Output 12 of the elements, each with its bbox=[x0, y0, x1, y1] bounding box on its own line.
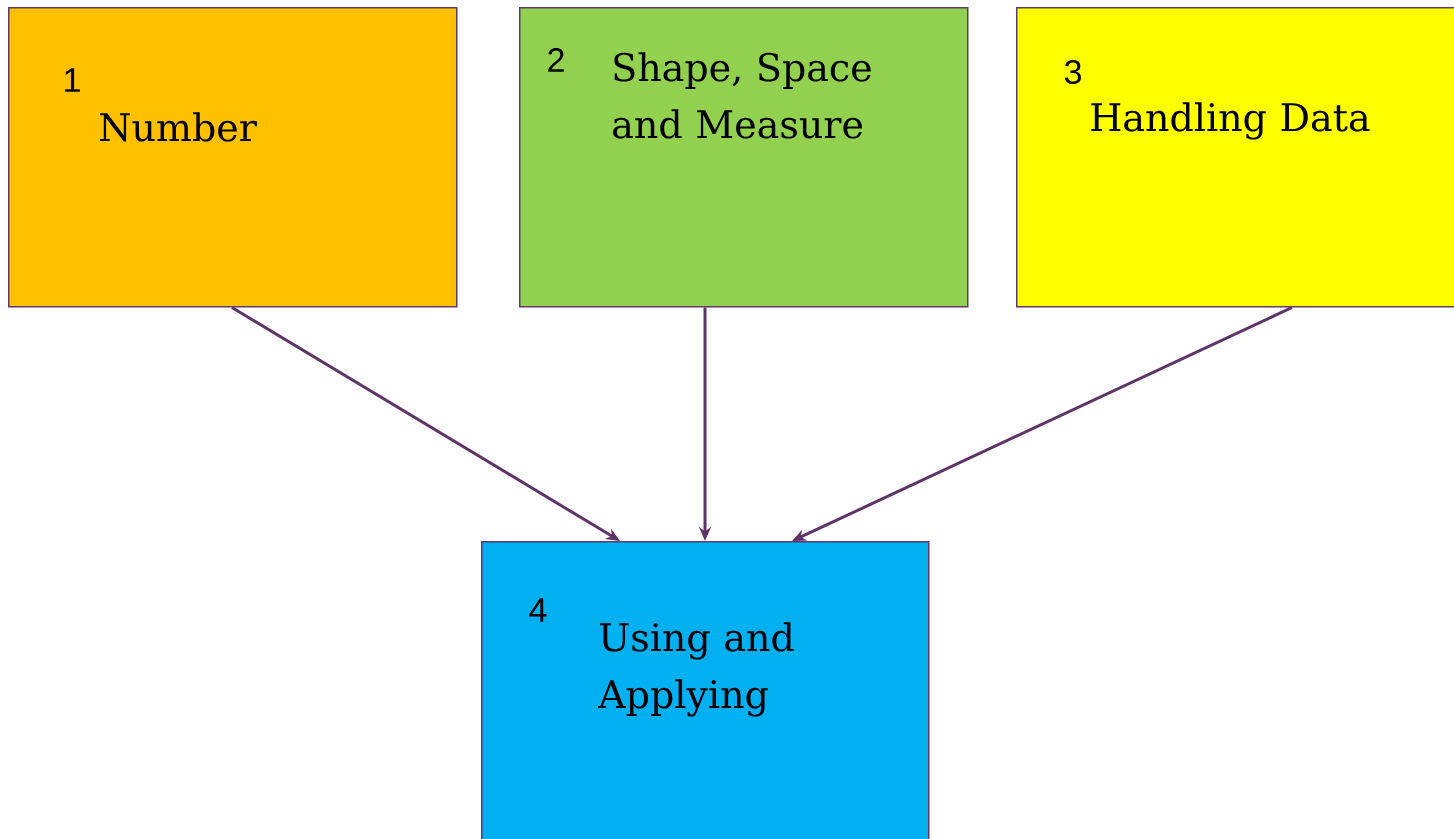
process-box bbox=[519, 7, 969, 308]
box-number: 1 bbox=[65, 68, 80, 92]
box-number: 3 bbox=[1064, 59, 1081, 85]
box-title: Number bbox=[100, 112, 257, 142]
box-number: 4 bbox=[529, 598, 547, 622]
box-title: Using and Applying bbox=[598, 622, 794, 717]
process-box bbox=[481, 541, 930, 839]
box-title: Shape, Space and Measure bbox=[613, 52, 871, 139]
box-number: 2 bbox=[548, 48, 564, 72]
process-box bbox=[8, 7, 458, 308]
process-box bbox=[1016, 7, 1454, 308]
box-title: Handling Data bbox=[1091, 102, 1370, 140]
